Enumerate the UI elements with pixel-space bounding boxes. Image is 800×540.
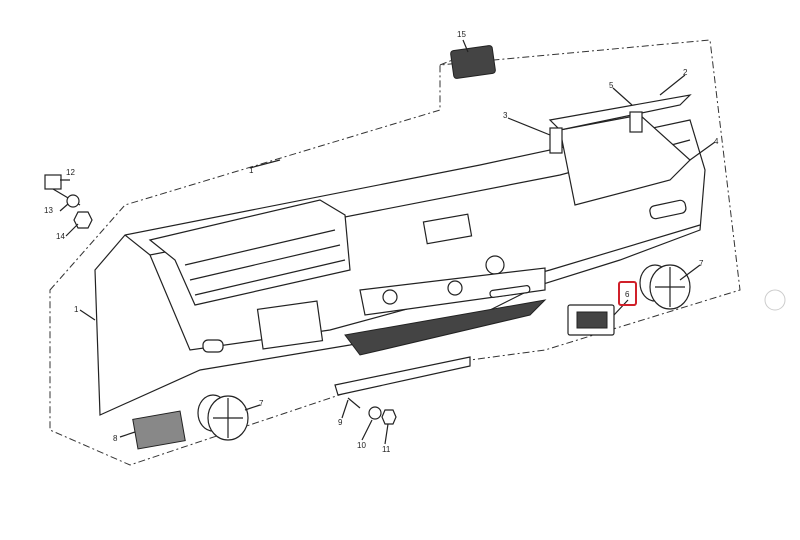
callout-7-left[interactable]: 7 [259,399,264,408]
callout-1-left[interactable]: 1 [74,305,79,314]
callout-8[interactable]: 8 [113,434,118,443]
lower-trim [344,299,547,356]
callout-5[interactable]: 5 [609,81,614,90]
callout-13[interactable]: 13 [44,206,53,215]
callout-1-top[interactable]: 1 [249,166,254,175]
washer-10 [368,406,382,420]
instrument-hood [148,199,351,306]
light-lens [450,45,496,79]
switch-knob-right [447,280,463,296]
switch-connector [567,304,615,336]
air-vent-right [639,264,691,310]
slot [489,285,531,298]
center-display [422,213,473,245]
hood-slats [184,229,346,296]
lid-latch [629,111,643,133]
bracket-stud [347,397,361,409]
callout-7-right[interactable]: 7 [699,259,704,268]
hinge [549,127,563,154]
callout-15[interactable]: 15 [457,30,466,39]
callout-2[interactable]: 2 [683,68,688,77]
center-knob [485,255,505,275]
side-panel [256,300,324,350]
assembly-boundary [49,39,741,466]
callout-3[interactable]: 3 [503,111,508,120]
glovebox [559,114,691,206]
leader-lines [59,39,716,445]
side-vent-left [202,339,224,353]
switch-knob-left [382,289,398,305]
callout-11[interactable]: 11 [382,445,391,454]
dashboard-lower-edge [149,224,701,351]
side-vent-right [649,199,687,220]
highlight-box [618,281,637,306]
callout-6[interactable]: 6 [625,290,630,299]
callout-9[interactable]: 9 [338,418,343,427]
nut-11 [381,409,397,425]
callout-12[interactable]: 12 [66,168,75,177]
nut [73,211,93,229]
air-vent-left [197,394,249,441]
bolt-head [44,174,62,190]
scroll-marker [764,289,786,311]
bracket [334,356,471,396]
callout-10[interactable]: 10 [357,441,366,450]
callout-14[interactable]: 14 [56,232,65,241]
speaker-grille [132,410,186,450]
glovebox-lid [548,94,692,131]
washer [66,194,80,208]
callout-4[interactable]: 4 [714,137,719,146]
